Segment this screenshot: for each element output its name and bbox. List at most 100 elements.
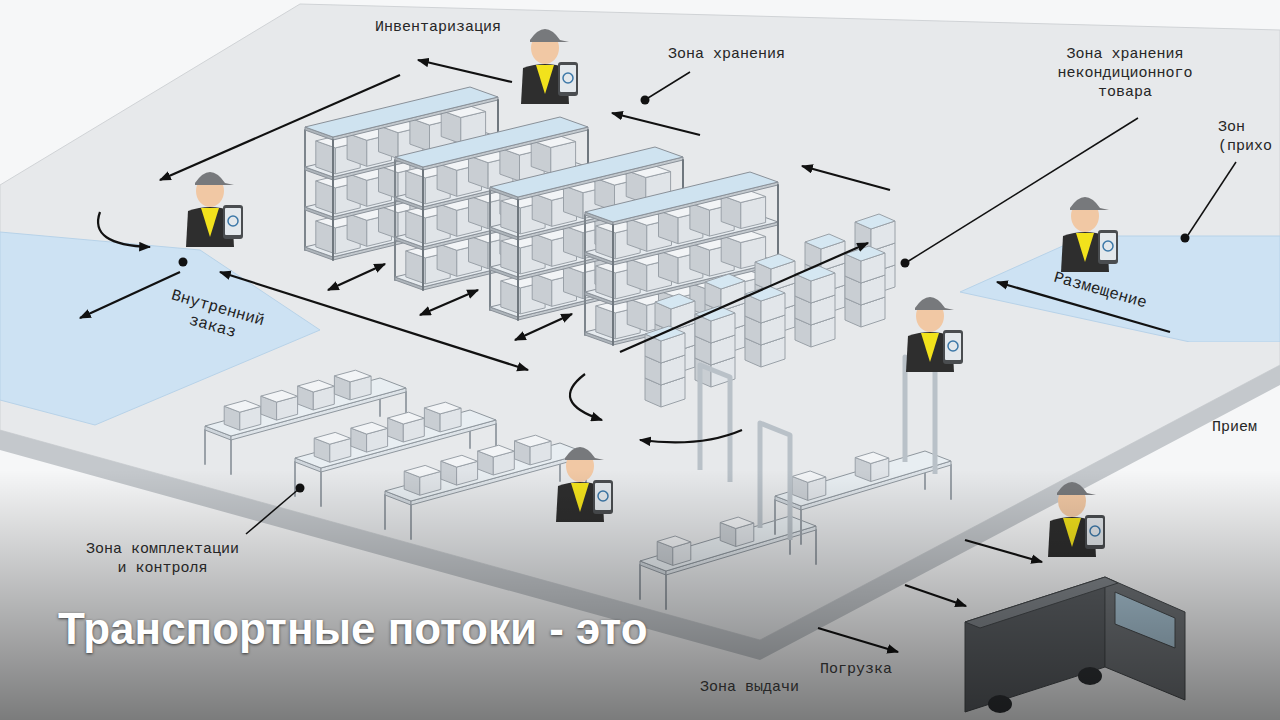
flow-arrow [802,166,890,190]
crate [655,294,695,331]
worker-cap [530,29,569,42]
worker-cap [1070,197,1109,210]
worker-shirt [1076,233,1094,262]
leader-line [648,72,690,98]
control-gate [905,357,935,474]
box-top [705,274,745,289]
rack-post [422,170,424,290]
worker-figure [1061,197,1118,272]
worker-cap [915,297,954,310]
box-top [205,378,406,436]
box-top [855,452,889,463]
zone-label: Прием [1212,418,1257,437]
zone-area: Внутренний заказ [0,228,320,428]
zone-area: Размещение [960,232,1280,342]
crate [695,306,735,343]
worker-cap [195,172,234,185]
zone-fill [960,236,1280,342]
tablet-screen [945,333,961,360]
tablet-icon [1103,241,1113,251]
flow-arrow [640,430,742,442]
table-leg [230,440,232,474]
leader-dot [1181,234,1190,243]
box-top [388,412,425,424]
parcel-box [261,390,298,420]
rack-post [304,130,306,250]
storage-rack [395,117,588,290]
box-top [395,117,588,167]
tablet-screen [225,208,241,235]
rack-post [612,225,614,345]
worker-tablet [223,205,243,239]
box-top [855,214,895,229]
zone-label: Зона хранения [668,45,785,64]
rack-post [394,160,396,280]
flow-arrow [997,282,1170,332]
flow-arrow [328,264,385,290]
tablet-icon [228,216,238,226]
box-top [805,234,845,249]
box-top [424,402,461,414]
flow-arrow [612,113,700,135]
zone-shape [0,228,320,428]
rack-post [489,190,491,310]
leader-line [907,118,1138,262]
leader-dot [641,96,650,105]
box-top [298,380,335,392]
video-caption: Транспортные потоки - это [58,604,648,654]
tablet-screen [560,65,576,92]
flow-arrow [420,290,478,315]
parcel-box [351,422,388,452]
parcel-box [224,400,261,430]
rack-shelf [585,172,778,225]
parcel-box [314,432,351,462]
leader-line [1188,162,1236,235]
box-top [314,432,351,444]
box-top [334,370,371,382]
flow-arrow [570,374,602,420]
table-top [295,410,496,472]
worker-shirt [921,333,939,362]
flow-arrow [98,212,150,247]
tablet-screen [1100,233,1116,260]
box-top [515,435,552,447]
zone-label: Зона хранения некондиционного товара [1030,45,1220,102]
tablet-icon [563,73,573,83]
zone-label: Погрузка [820,660,892,679]
box-top [224,400,261,412]
worker-tablet [558,62,578,96]
flow-arrow [620,243,868,352]
worker-shirt [201,208,219,237]
crate-stack [745,286,785,367]
worker-figure [906,297,963,372]
flow-arrow [515,314,572,340]
zone-fill [0,232,320,425]
parcel-box [515,435,552,465]
flow-arrow [80,272,180,318]
rack-post [332,140,334,260]
caption-shade [0,470,1280,720]
crate-stack [795,266,835,347]
zone-label: Зона выдачи [700,678,799,697]
flow-arrow [160,75,400,180]
worker-tablet [1098,230,1118,264]
crate-stack [845,246,885,327]
box-top [305,87,498,137]
worker-shirt [536,65,554,94]
box-top [585,172,778,222]
box-top [441,455,478,467]
rack-post [517,200,519,320]
worker-cap [565,447,604,460]
control-gate [700,365,730,482]
box-top [478,445,515,457]
box-top [845,246,885,261]
rack-shelf [395,117,588,170]
parcel-box [298,380,335,410]
box-top [695,306,735,321]
zone-label: Зона комплектации и контроля [80,540,245,578]
zone-label: Зон (прихо [1218,118,1276,156]
table-top [205,378,406,440]
worker-tablet [943,330,963,364]
parcel-box [334,370,371,400]
